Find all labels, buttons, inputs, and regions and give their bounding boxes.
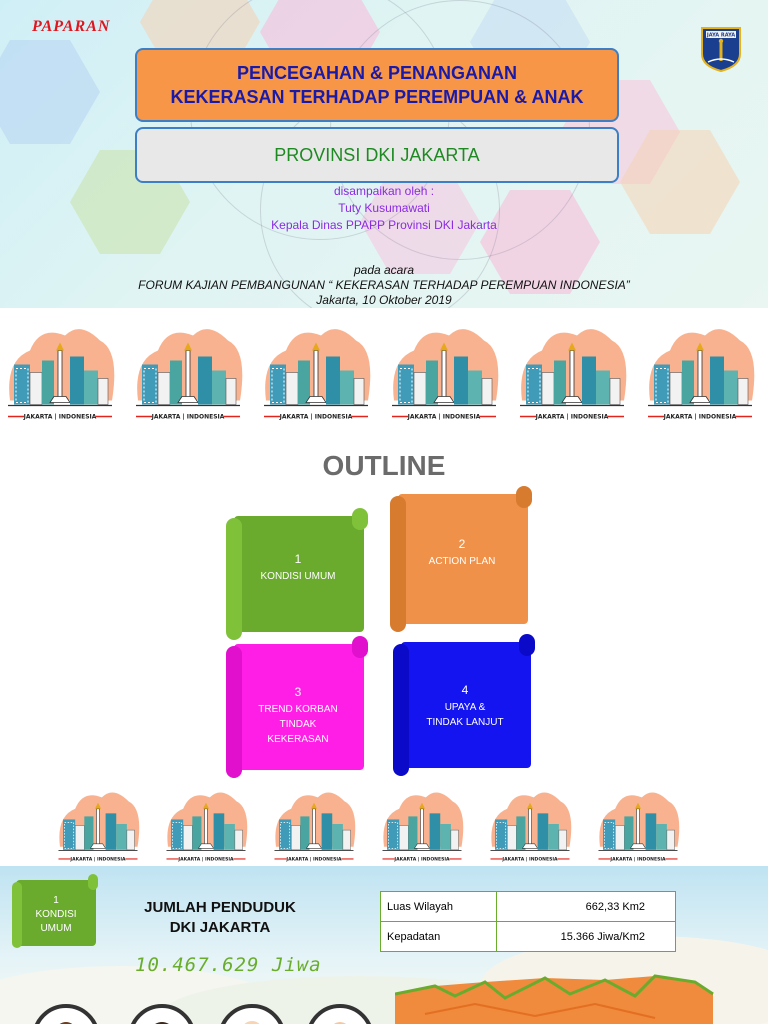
jakarta-skyline-icon: JAKARTA | INDONESIA: [128, 318, 248, 428]
stat-label: Kepadatan: [379, 921, 498, 952]
avatar-woman: [32, 1002, 100, 1024]
outline-item-number: 3: [294, 685, 302, 699]
outline-item-number: 1: [294, 552, 302, 566]
scroll-roll-right: [516, 486, 532, 508]
avatar-man: [128, 1002, 196, 1024]
event-name: FORUM KAJIAN PEMBANGUNAN “ KEKERASAN TER…: [138, 278, 630, 292]
jakarta-map: [395, 974, 714, 1024]
skyline-caption: JAKARTA | INDONESIA: [501, 856, 558, 862]
presenter-name: Tuty Kusumawati: [338, 201, 430, 215]
jakarta-skyline-icon: JAKARTA | INDONESIA: [0, 318, 120, 428]
population-slide: 1 KONDISI UMUM JUMLAH PENDUDUK DKI JAKAR…: [0, 866, 768, 1024]
logo-text: JAYA RAYA: [706, 33, 735, 39]
scroll-roll-left: [393, 644, 409, 776]
jakarta-skyline-icon: JAKARTA | INDONESIA: [480, 786, 580, 862]
skyline-caption: JAKARTA | INDONESIA: [407, 414, 481, 421]
skyline-caption: JAKARTA | INDONESIA: [663, 414, 737, 421]
corner-label: PAPARAN: [32, 18, 111, 35]
outline-item-label: KEKERASAN: [267, 734, 329, 745]
scroll-body: [234, 644, 364, 770]
stat-label: Luas Wilayah: [379, 891, 498, 922]
decor-hexagon: [0, 40, 100, 144]
badge-number: 1: [53, 895, 59, 906]
avatar-baby: [218, 1002, 286, 1024]
stat-value: 15.366 Jiwa/Km2: [496, 921, 676, 952]
table-row: Kepadatan 15.366 Jiwa/Km2: [379, 921, 676, 952]
outline-item-label: UPAYA &: [444, 702, 486, 713]
scroll-body: [398, 494, 528, 624]
jakarta-skyline-icon: JAKARTA | INDONESIA: [256, 318, 376, 428]
scroll-roll-left: [390, 496, 406, 632]
jakarta-skyline-icon: JAKARTA | INDONESIA: [264, 786, 364, 862]
outline-item-label: TINDAK: [279, 719, 317, 730]
title-slide: PAPARAN JAYA RAYA PENCEGAHAN & PENANGANA…: [0, 0, 768, 308]
jakarta-skyline-icon: JAKARTA | INDONESIA: [512, 318, 632, 428]
skyline-caption: JAKARTA | INDONESIA: [23, 414, 97, 421]
jakarta-skyline-icon: JAKARTA | INDONESIA: [48, 786, 148, 862]
scroll-roll-right: [519, 634, 535, 656]
scroll-roll-right: [352, 636, 368, 658]
outline-item-number: 2: [458, 537, 466, 551]
scroll-roll-left: [226, 518, 242, 640]
presenter-role: Kepala Dinas PPAPP Provinsi DKI Jakarta: [271, 218, 497, 232]
scroll-body: [234, 516, 364, 632]
skyline-caption: JAKARTA | INDONESIA: [535, 414, 609, 421]
jakarta-skyline-icon: JAKARTA | INDONESIA: [640, 318, 760, 428]
scroll-roll-left: [226, 646, 242, 778]
population-title-line-2: DKI JAKARTA: [169, 919, 271, 936]
outline-title: OUTLINE: [322, 450, 446, 481]
outline-item-label: KONDISI UMUM: [260, 571, 336, 582]
main-title-box: PENCEGAHAN & PENANGANAN KEKERASAN TERHAD…: [135, 48, 619, 122]
event-intro: pada acara: [353, 263, 415, 277]
skyline-caption: JAKARTA | INDONESIA: [151, 414, 225, 421]
title-line-2: KEKERASAN TERHADAP PEREMPUAN & ANAK: [170, 87, 584, 107]
skyline-caption: JAKARTA | INDONESIA: [609, 856, 666, 862]
badge-line-1: KONDISI: [35, 909, 77, 920]
population-title-line-1: JUMLAH PENDUDUK: [144, 899, 296, 916]
province-box: PROVINSI DKI JAKARTA: [135, 127, 619, 183]
population-title: JUMLAH PENDUDUK DKI JAKARTA: [120, 898, 320, 938]
jakarta-skyline-icon: JAKARTA | INDONESIA: [372, 786, 472, 862]
skyline-caption: JAKARTA | INDONESIA: [177, 856, 234, 862]
scroll-body: [401, 642, 531, 768]
skyline-caption: JAKARTA | INDONESIA: [285, 856, 342, 862]
jakarta-skyline-icon: JAKARTA | INDONESIA: [384, 318, 504, 428]
population-value: 10.467.629 Jiwa: [135, 954, 322, 976]
section-badge: 1 KONDISI UMUM: [12, 874, 100, 950]
outline-item-label: TREND KORBAN: [258, 704, 338, 715]
avatar-elder: [306, 1002, 374, 1024]
badge-line-2: UMUM: [40, 923, 72, 934]
skyline-caption: JAKARTA | INDONESIA: [279, 414, 353, 421]
jakarta-skyline-icon: JAKARTA | INDONESIA: [156, 786, 256, 862]
skyline-caption: JAKARTA | INDONESIA: [393, 856, 450, 862]
skyline-strip: JAKARTA | INDONESIA JAKARTA | INDONESIA: [0, 318, 768, 428]
outline-item-label: ACTION PLAN: [428, 556, 496, 567]
table-row: Luas Wilayah 662,33 Km2: [379, 891, 676, 922]
jakarta-skyline-icon: JAKARTA | INDONESIA: [588, 786, 688, 862]
stat-value: 662,33 Km2: [496, 891, 676, 922]
event-date: Jakarta, 10 Oktober 2019: [316, 293, 452, 307]
jakarta-logo-icon: JAYA RAYA: [700, 26, 742, 73]
outline-item-number: 4: [461, 683, 469, 697]
scroll-roll-right: [352, 508, 368, 530]
skyline-strip: JAKARTA | INDONESIA JAKARTA | INDONESIA: [0, 786, 768, 862]
skyline-caption: JAKARTA | INDONESIA: [69, 856, 126, 862]
presented-by: disampaikan oleh :: [333, 184, 435, 198]
outline-item-label: TINDAK LANJUT: [426, 717, 504, 728]
title-line-1: PENCEGAHAN & PENANGANAN: [236, 63, 518, 83]
